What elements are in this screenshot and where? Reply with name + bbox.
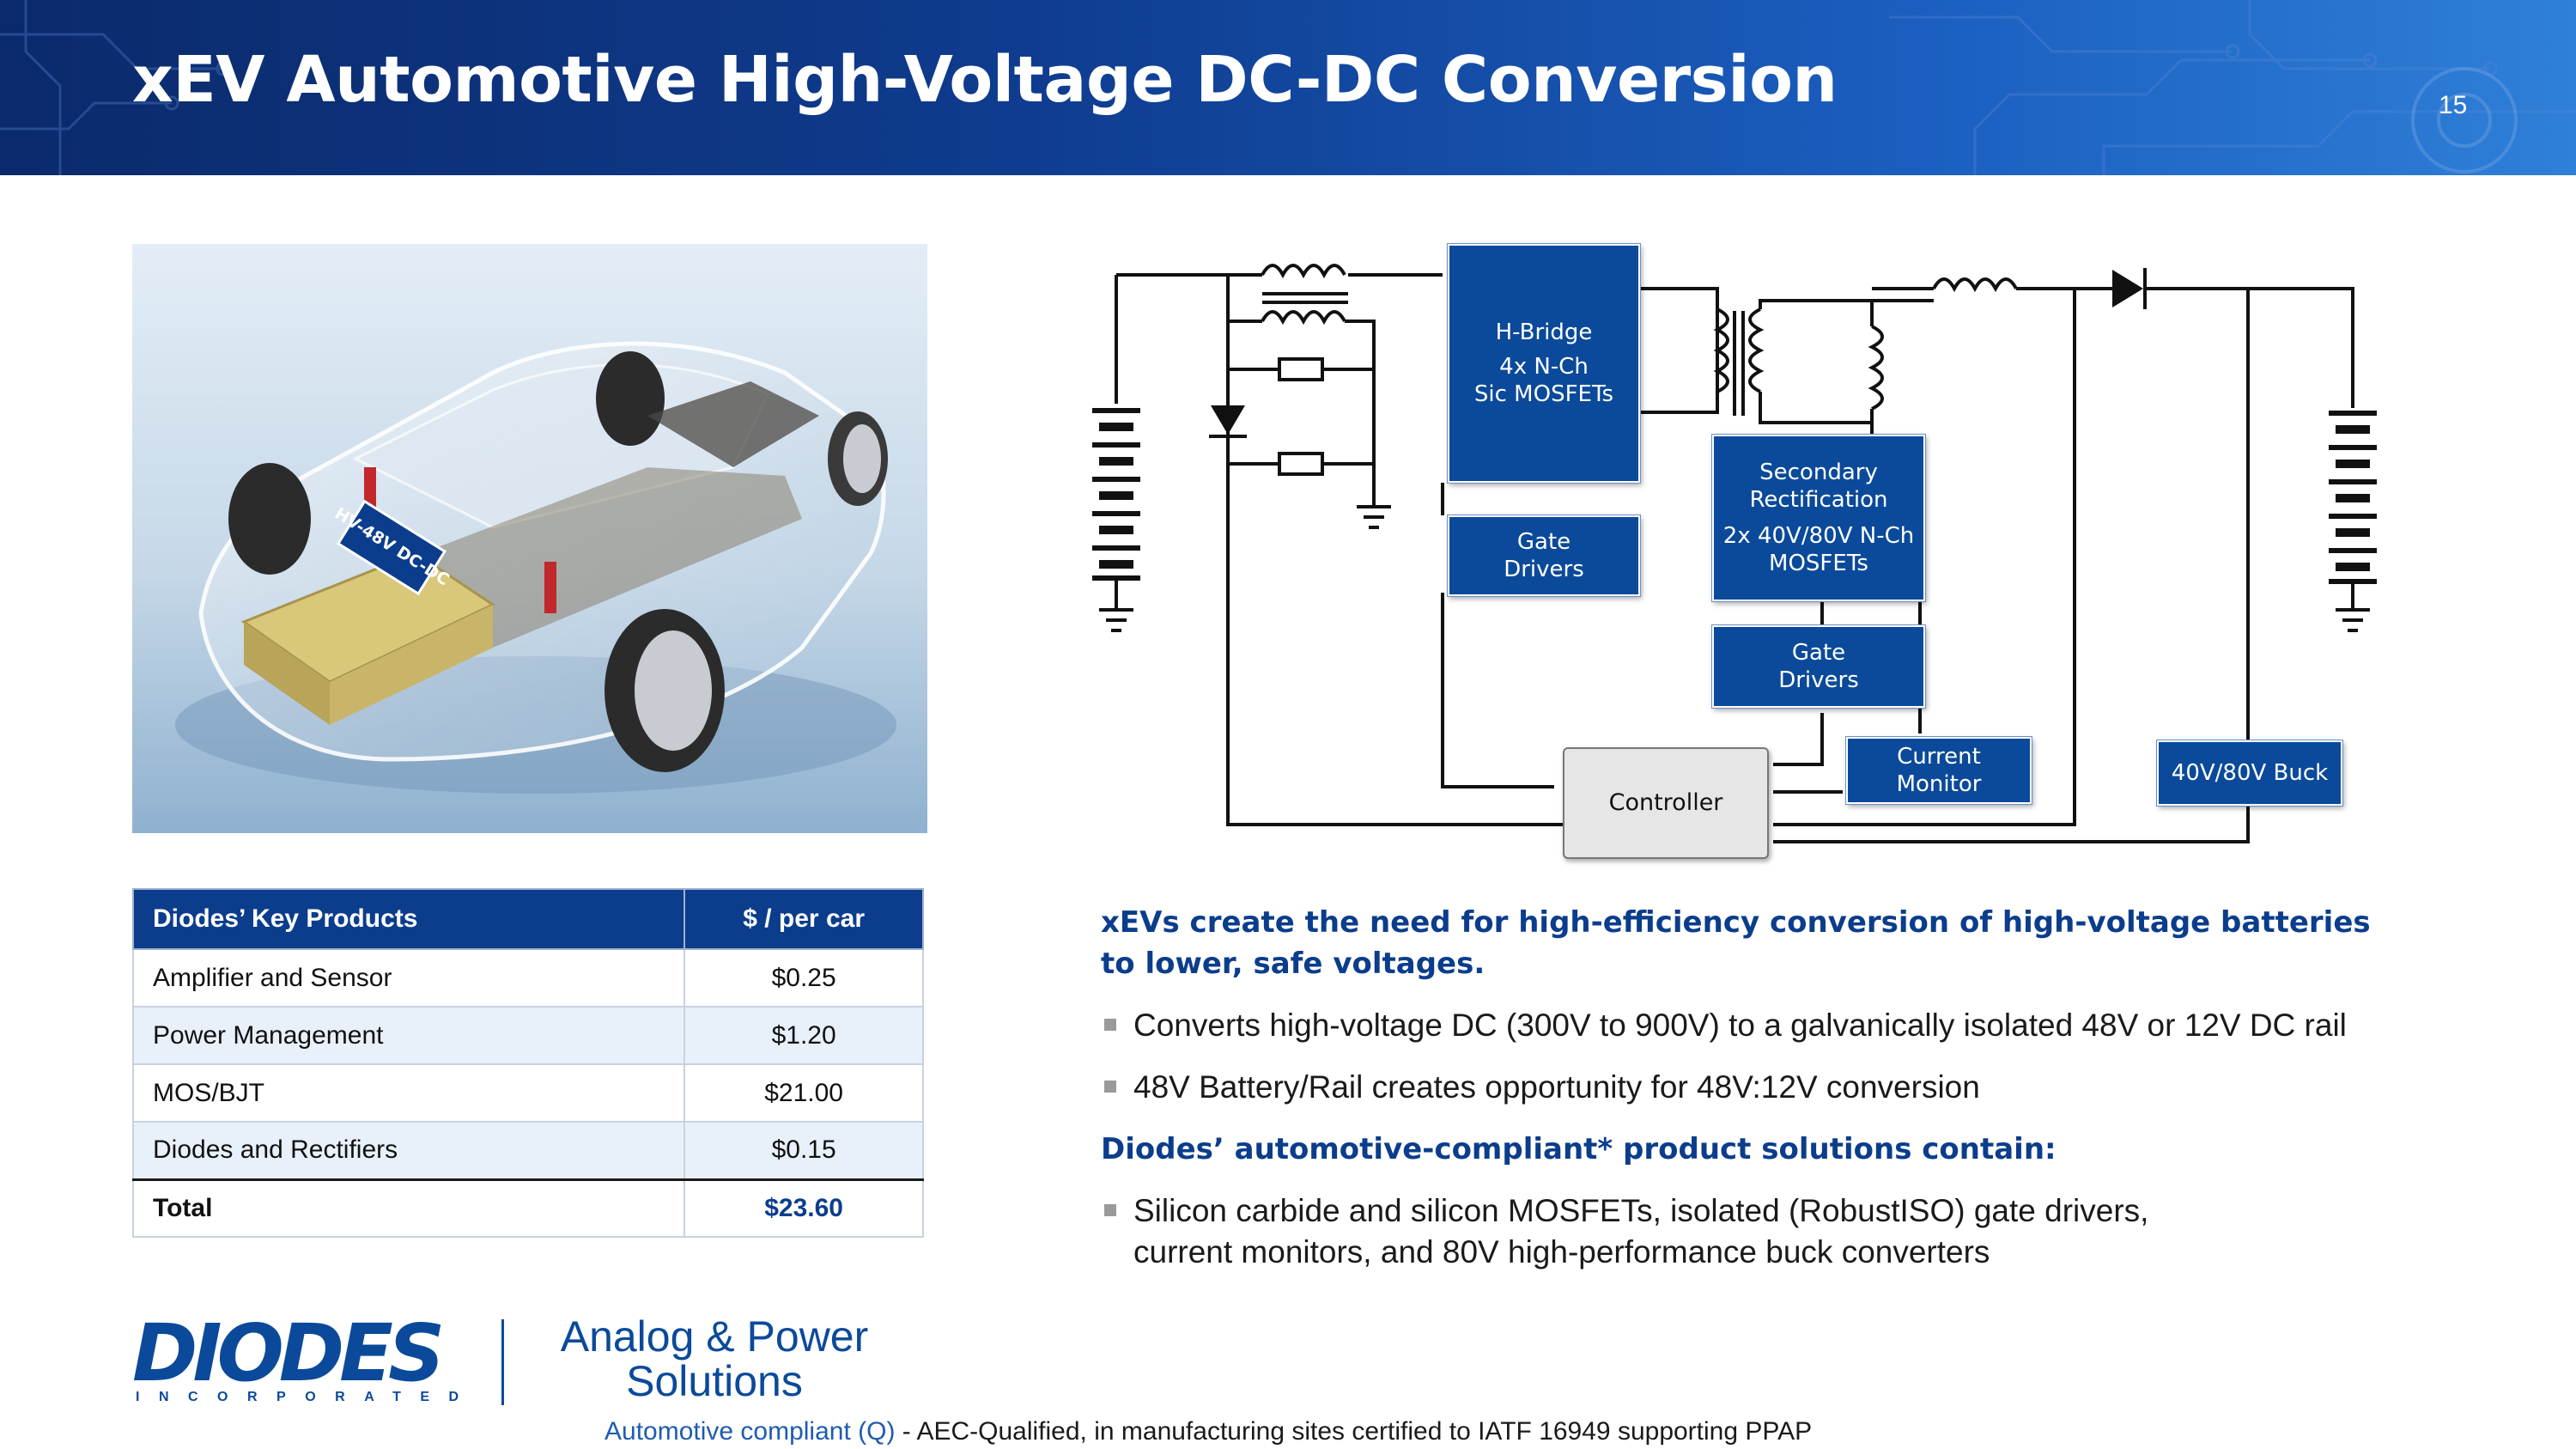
product-name: Diodes and Rectifiers [131, 1121, 686, 1180]
table-row: MOS/BJT $21.00 [131, 1063, 924, 1123]
hbridge-line3: Sic MOSFETs [1473, 381, 1614, 407]
product-name: MOS/BJT [131, 1063, 686, 1123]
bullet3-line1: Silicon carbide and silicon MOSFETs, iso… [1133, 1193, 2149, 1228]
product-price: $0.15 [683, 1121, 924, 1180]
total-price: $23.60 [683, 1178, 924, 1238]
hbridge-block: H-Bridge 4x N-Ch Sic MOSFETs [1447, 243, 1641, 484]
secondary-line4: MOSFETs [1769, 551, 1868, 576]
bullet-product-solutions: Silicon carbide and silicon MOSFETs, iso… [1101, 1190, 2423, 1273]
header-banner: xEV Automotive High-Voltage DC-DC Conver… [0, 0, 2576, 175]
heading-solutions: Diodes’ automotive-compliant* product so… [1101, 1132, 2057, 1166]
dcdc-circuit-diagram: H-Bridge 4x N-Ch Sic MOSFETs Gate Driver… [1073, 232, 2396, 868]
buck-label: 40V/80V Buck [2171, 760, 2329, 786]
key-products-table: Diodes’ Key Products $ / per car Amplifi… [131, 888, 924, 1238]
right-battery-symbol [2329, 411, 2377, 584]
hbridge-line2: 4x N-Ch [1499, 354, 1589, 380]
left-battery-symbol [1092, 408, 1140, 581]
table-row: Power Management $1.20 [131, 1006, 924, 1065]
buck-converter-block: 40V/80V Buck [2156, 740, 2343, 807]
product-price: $1.20 [683, 1006, 924, 1065]
logo-wordmark: DIODES [132, 1307, 445, 1399]
page-number: 15 [2439, 91, 2468, 119]
secondary-line3: 2x 40V/80V N-Ch [1722, 523, 1915, 549]
secondary-rectification-block: Secondary Rectification 2x 40V/80V N-Ch … [1711, 434, 1926, 602]
secondary-line1: Secondary [1759, 460, 1878, 485]
product-name: Amplifier and Sensor [131, 948, 686, 1008]
table-header-product: Diodes’ Key Products [131, 888, 686, 950]
controller-block: Controller [1563, 747, 1769, 859]
hbridge-title: H-Bridge [1495, 320, 1593, 345]
logo-incorporated: INCORPORATED [136, 1390, 478, 1404]
bullet-conversion: Converts high-voltage DC (300V to 900V) … [1101, 1005, 2423, 1046]
controller-label: Controller [1608, 789, 1723, 816]
circuit-wiring [1092, 264, 2377, 843]
logo-tagline: Analog & Power Solutions [534, 1314, 895, 1403]
tagline-line2: Solutions [626, 1357, 803, 1405]
total-label: Total [131, 1178, 686, 1238]
heading-line1: xEVs create the need for high-efficiency… [1101, 905, 2371, 940]
gate-drivers-line1: Gate [1516, 529, 1571, 555]
gate-drivers-block-secondary: Gate Drivers [1711, 624, 1926, 709]
table-row: Amplifier and Sensor $0.25 [131, 948, 924, 1008]
current-monitor-line1: Current [1897, 744, 1981, 770]
car-illustration: HV-48V DC-DC [132, 244, 927, 833]
diodes-logo: DIODES INCORPORATED Analog & Power Solut… [132, 1314, 991, 1409]
description-text: xEVs create the need for high-efficiency… [1101, 902, 2423, 1273]
logo-divider [501, 1319, 504, 1405]
product-price: $21.00 [683, 1063, 924, 1123]
product-name: Power Management [131, 1006, 686, 1065]
circuit-pattern-decoration [0, 0, 2576, 175]
bullet-48v-opportunity: 48V Battery/Rail creates opportunity for… [1101, 1067, 2423, 1108]
heading-xev-need: xEVs create the need for high-efficiency… [1101, 902, 2423, 984]
current-monitor-block: Current Monitor [1845, 736, 2032, 805]
gate-drivers-line1: Gate [1791, 640, 1846, 666]
tagline-line1: Analog & Power [560, 1312, 869, 1361]
footnote-text: - AEC-Qualified, in manufacturing sites … [895, 1417, 1813, 1446]
bullet3-line2: current monitors, and 80V high-performan… [1133, 1234, 1990, 1269]
page-title: xEV Automotive High-Voltage DC-DC Conver… [132, 43, 1838, 117]
product-price: $0.25 [683, 948, 924, 1008]
footnote: Automotive compliant (Q) - AEC-Qualified… [605, 1417, 1812, 1446]
heading-line2: to lower, safe voltages. [1101, 947, 1485, 981]
gate-drivers-block-primary: Gate Drivers [1447, 514, 1641, 597]
gate-drivers-line2: Drivers [1778, 667, 1859, 693]
gate-drivers-line2: Drivers [1504, 557, 1584, 582]
table-row: Diodes and Rectifiers $0.15 [131, 1121, 924, 1180]
table-header-price: $ / per car [683, 888, 924, 950]
current-monitor-line2: Monitor [1896, 771, 1982, 797]
footnote-link[interactable]: Automotive compliant (Q) [605, 1417, 896, 1446]
table-header-row: Diodes’ Key Products $ / per car [131, 888, 924, 950]
table-total-row: Total $23.60 [131, 1178, 924, 1238]
secondary-line2: Rectification [1749, 487, 1888, 513]
